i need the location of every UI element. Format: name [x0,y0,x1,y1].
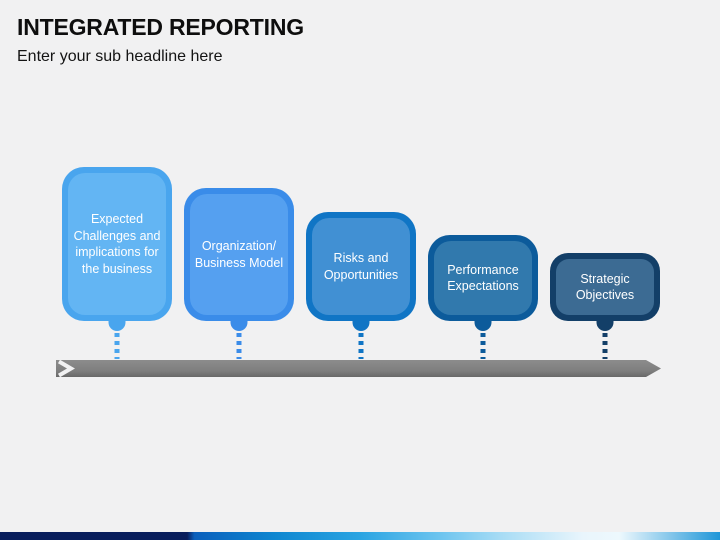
step-dotted-connector [236,333,242,359]
timeline-arrow-tail-notch [57,359,75,378]
footer-gradient-bar [0,532,720,540]
step-label: Risks and Opportunities [323,251,399,282]
step-box-expected-challenges: Expected Challenges and implications for… [62,167,172,359]
step-dotted-connector [358,333,364,359]
step-dotted-connector [480,333,486,359]
step-box-inner: Risks and Opportunities [312,218,410,315]
step-box-inner: Organization/ Business Model [190,194,288,315]
step-pointer-nub [352,320,370,331]
slide-title: INTEGRATED REPORTING [17,14,304,40]
step-box-inner: Expected Challenges and implications for… [68,173,166,315]
step-box-outer: Expected Challenges and implications for… [62,167,172,321]
timeline-arrow-body [56,360,661,377]
step-box-outer: Performance Expectations [428,235,538,321]
slide-subtitle: Enter your sub headline here [17,48,223,65]
step-box-inner: Performance Expectations [434,241,532,315]
step-box-performance-expectations: Performance Expectations [428,235,538,359]
step-label: Expected Challenges and implications for… [73,212,161,276]
step-box-organization-business-model: Organization/ Business Model [184,188,294,359]
step-box-strategic-objectives: Strategic Objectives [550,253,660,359]
step-box-outer: Risks and Opportunities [306,212,416,321]
step-label: Performance Expectations [447,262,519,294]
step-box-outer: Strategic Objectives [550,253,660,321]
step-dotted-connector [602,333,608,359]
step-box-risks-opportunities: Risks and Opportunities [306,212,416,359]
step-box-outer: Organization/ Business Model [184,188,294,321]
step-dotted-connector [114,333,120,359]
step-pointer-nub [230,320,248,331]
step-label: Organization/ Business Model [194,239,284,270]
step-box-inner: Strategic Objectives [556,259,654,315]
step-label: Strategic Objectives [575,271,635,303]
step-pointer-nub [596,320,614,331]
step-pointer-nub [474,320,492,331]
step-pointer-nub [108,320,126,331]
